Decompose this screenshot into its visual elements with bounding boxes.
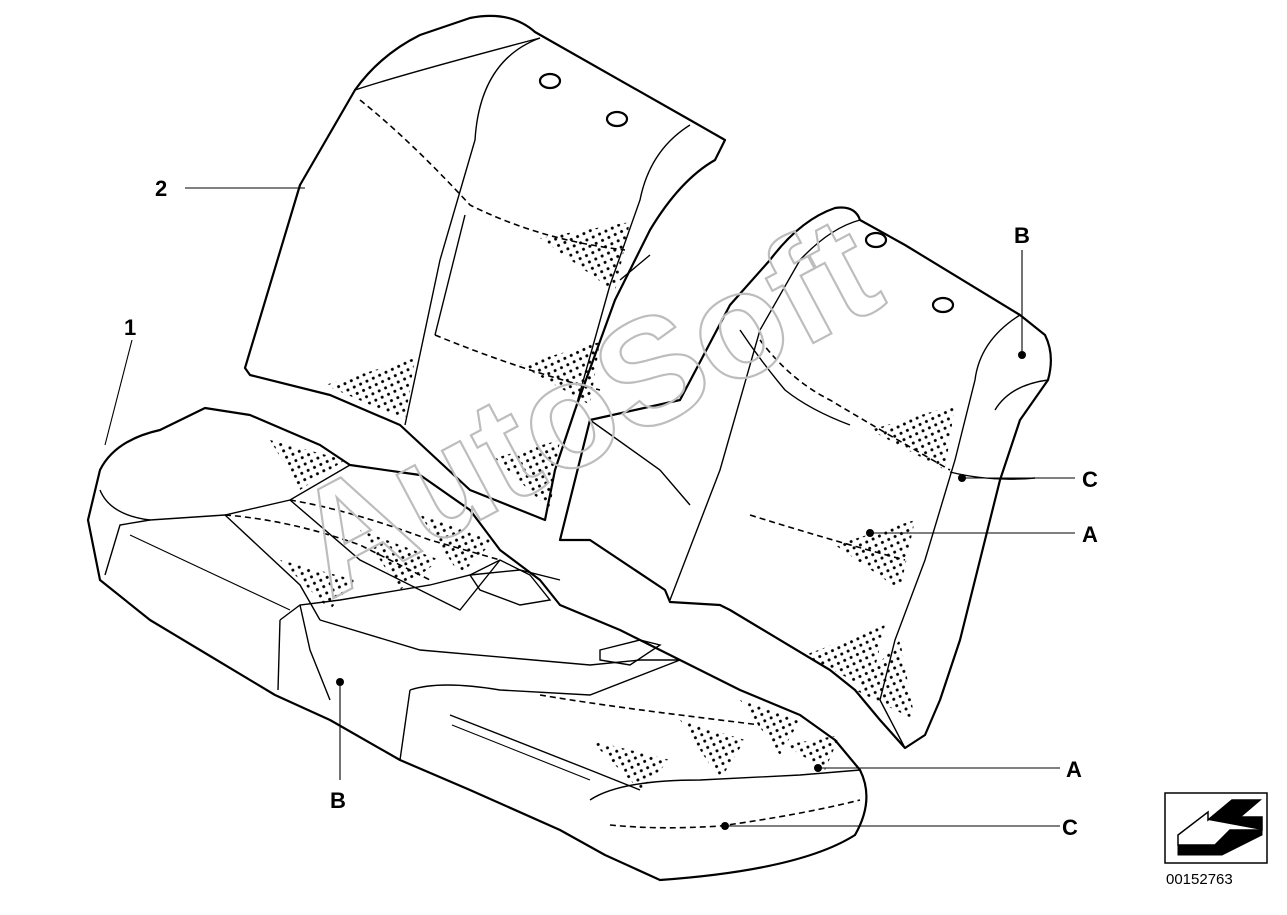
callout-a-lower: A xyxy=(1066,757,1082,782)
callout-b-upper: B xyxy=(1014,223,1030,248)
part-number: 00152763 xyxy=(1166,871,1233,888)
isometric-direction-arrow-icon xyxy=(1164,792,1268,864)
callout-c-lower: C xyxy=(1062,815,1078,840)
callout-part-1: 1 xyxy=(124,315,136,340)
callout-b-lower: B xyxy=(330,788,346,813)
callout-leaders xyxy=(104,187,1075,830)
right-backrest xyxy=(558,206,1052,750)
callout-part-2: 2 xyxy=(155,176,167,201)
left-backrest xyxy=(243,14,727,522)
callout-c-upper: C xyxy=(1082,467,1098,492)
callout-a-upper: A xyxy=(1082,522,1098,547)
seat-cushion xyxy=(86,406,868,882)
